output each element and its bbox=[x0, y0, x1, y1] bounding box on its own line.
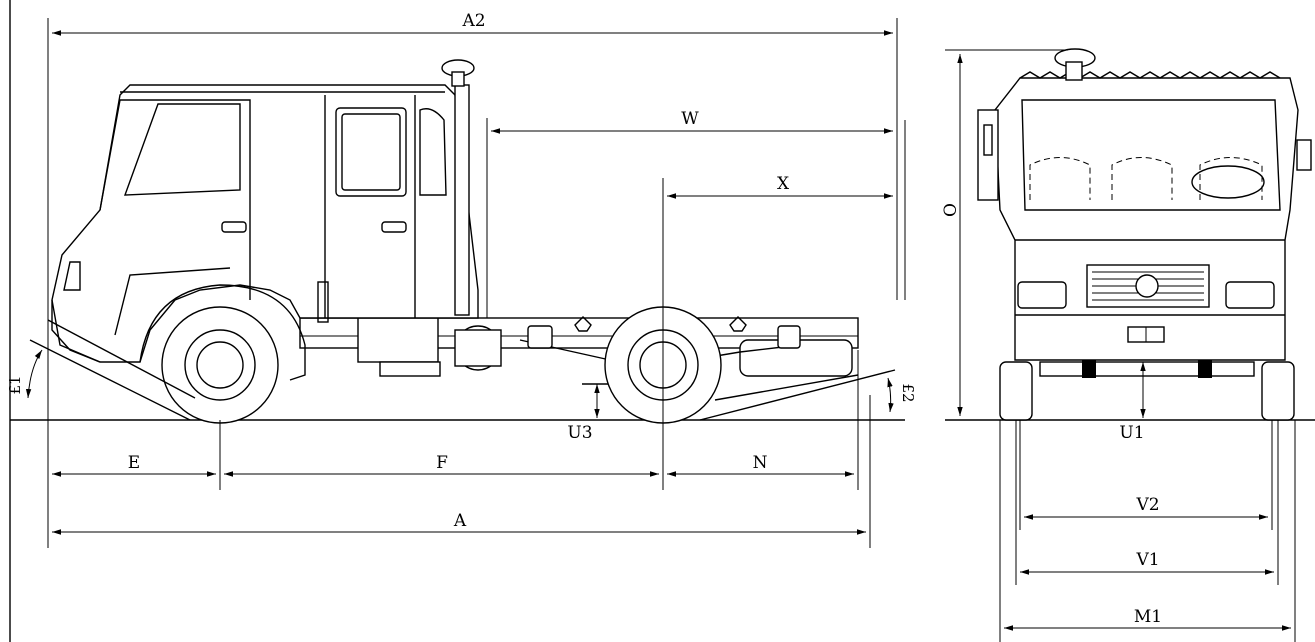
front-view-dimensions bbox=[945, 49, 1296, 642]
label-u1: U1 bbox=[1119, 423, 1144, 443]
label-n: N bbox=[753, 453, 768, 473]
label-x: X bbox=[777, 174, 790, 194]
truck-front-view bbox=[977, 48, 1312, 421]
label-o: O bbox=[941, 203, 961, 217]
label-u3: U3 bbox=[567, 423, 592, 443]
label-e: E bbox=[128, 453, 140, 473]
label-v2: V2 bbox=[1135, 495, 1159, 515]
label-v1: V1 bbox=[1135, 550, 1159, 570]
label-f: F bbox=[436, 453, 448, 473]
label-a2: A2 bbox=[461, 11, 485, 31]
label-w: W bbox=[681, 109, 699, 129]
label-e1: £1 bbox=[6, 375, 24, 394]
label-a: A bbox=[453, 511, 467, 531]
label-e2: £2 bbox=[899, 383, 917, 402]
label-m1: M1 bbox=[1134, 607, 1162, 627]
truck-side-view bbox=[51, 59, 859, 424]
side-view-dimensions bbox=[25, 18, 906, 548]
